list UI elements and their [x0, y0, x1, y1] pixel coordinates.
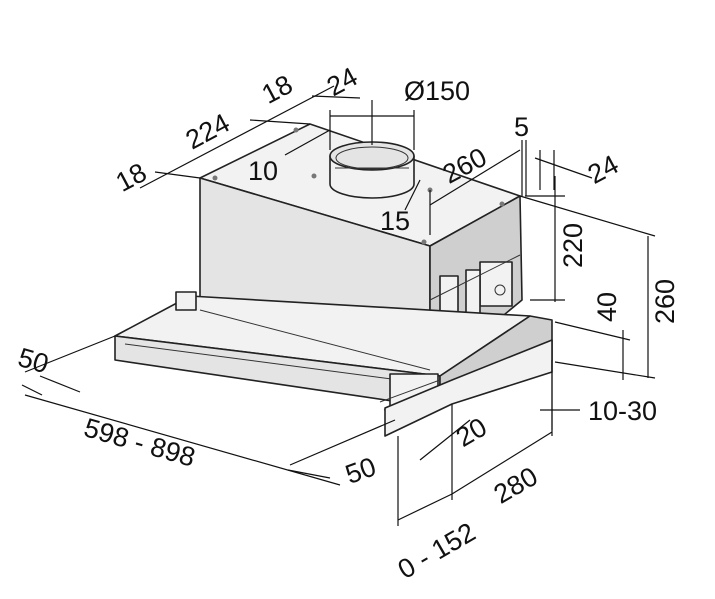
- label-front-50-left: 50: [15, 342, 52, 379]
- label-top-18-upper: 18: [257, 69, 298, 110]
- label-height-220: 220: [558, 223, 588, 268]
- label-duct-10: 10: [248, 156, 278, 186]
- label-width-598-898: 598 - 898: [81, 412, 199, 472]
- label-duct-diameter: Ø150: [404, 76, 470, 106]
- label-depth-280: 280: [489, 461, 543, 510]
- label-height-40: 40: [592, 292, 622, 322]
- label-front-50-right: 50: [341, 451, 379, 489]
- label-top-18-lower: 18: [111, 157, 152, 198]
- dimension-lines: [21, 85, 656, 526]
- label-duct-15: 15: [380, 206, 410, 236]
- label-height-260: 260: [650, 279, 680, 324]
- mount-hole: [421, 239, 427, 245]
- visor-left-bracket: [175, 291, 197, 311]
- label-top-224: 224: [181, 108, 235, 156]
- label-gap-10-30: 10-30: [588, 396, 657, 426]
- label-inset-20: 20: [451, 412, 492, 453]
- label-rear-5: 5: [514, 112, 529, 142]
- visor-slide-arm: [379, 379, 441, 403]
- mount-hole: [212, 175, 218, 181]
- visor-rail: [199, 309, 431, 371]
- duct-collar: [329, 141, 415, 199]
- label-rear-24: 24: [583, 149, 624, 190]
- label-extension-0-152: 0 - 152: [393, 517, 481, 585]
- mount-hole: [293, 127, 299, 133]
- mount-hole: [499, 201, 505, 207]
- visor-rail: [124, 343, 431, 385]
- label-top-24: 24: [322, 61, 363, 102]
- mount-hole: [311, 173, 317, 179]
